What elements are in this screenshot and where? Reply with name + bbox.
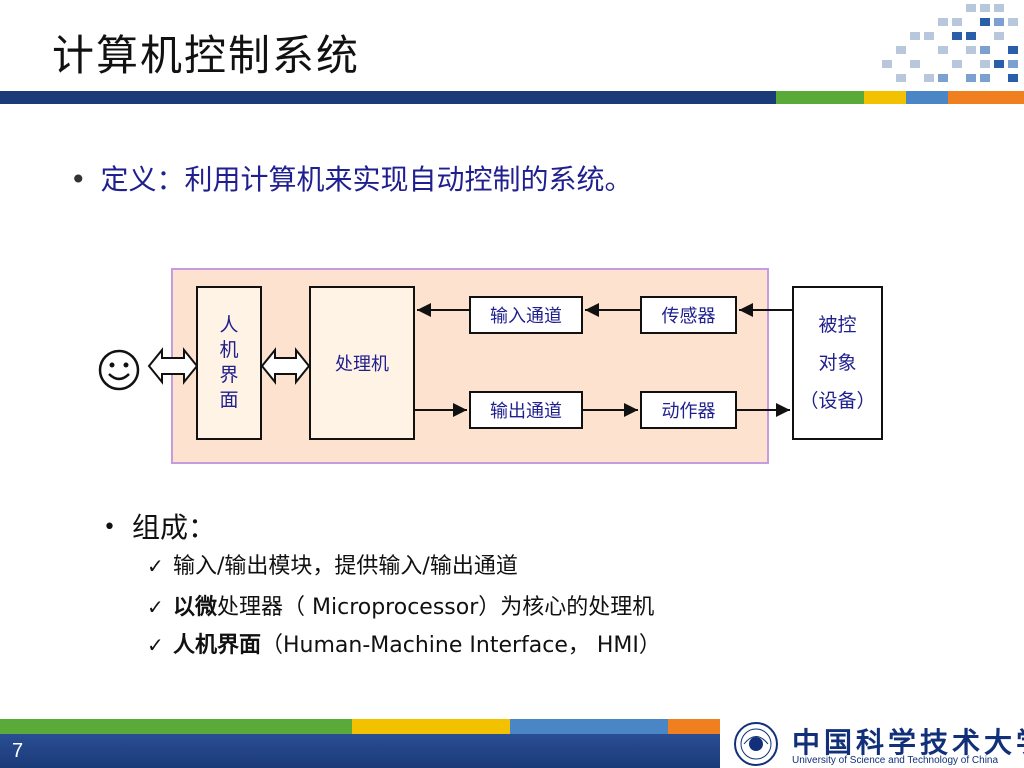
footer-color-stripe — [0, 719, 1024, 734]
hmi-char: 面 — [219, 389, 239, 411]
bullet-marker: • — [103, 515, 116, 540]
output-channel-block: 输出通道 — [469, 391, 583, 429]
component-item: ✓ 人机界面（Human-Machine Interface， HMI） — [147, 627, 661, 659]
plant-line: 被控 — [818, 314, 857, 336]
bullet-marker: • — [70, 163, 87, 196]
component-item-text: 处理器（ Microprocessor）为核心的处理机 — [217, 595, 655, 620]
output-channel-label: 输出通道 — [490, 401, 562, 422]
hmi-char: 机 — [219, 339, 239, 361]
hmi-block: 人 机 界 面 — [196, 286, 262, 440]
definition-bullet: • 定义：利用计算机来实现自动控制的系统。 — [70, 158, 633, 198]
checkmark-icon: ✓ — [147, 633, 164, 657]
university-name-cn: 中国科学技术大学 — [792, 726, 1024, 759]
university-name-en: University of Science and Technology of … — [792, 755, 999, 766]
page-title: 计算机控制系统 — [52, 31, 361, 80]
plant-line: 对象 — [818, 352, 857, 374]
checkmark-icon: ✓ — [147, 595, 164, 619]
header-color-stripe — [0, 91, 1024, 104]
components-label: 组成： — [131, 511, 216, 544]
component-item-text: （Human-Machine Interface， HMI） — [261, 633, 661, 658]
input-channel-label: 输入通道 — [490, 306, 562, 327]
hmi-char: 人 — [219, 314, 239, 336]
actuator-block: 动作器 — [640, 391, 737, 429]
checkmark-icon: ✓ — [147, 554, 164, 578]
sensor-label: 传感器 — [661, 306, 716, 327]
hmi-char: 界 — [219, 364, 239, 386]
decorative-squares-pattern — [882, 4, 1018, 82]
smiley-face-icon — [98, 349, 140, 391]
component-item-bold: 人机界面 — [173, 633, 262, 658]
sensor-block: 传感器 — [640, 296, 737, 334]
processor-label: 处理机 — [335, 354, 389, 375]
page-number: 7 — [12, 740, 24, 762]
controlled-plant-block: 被控 对象 （设备） — [792, 286, 883, 440]
actuator-label: 动作器 — [661, 401, 716, 422]
component-item-bold: 以微 — [173, 595, 218, 620]
component-item: ✓ 输入/输出模块，提供输入/输出通道 — [147, 548, 518, 580]
components-bullet: • 组成： — [103, 506, 216, 546]
plant-line: （设备） — [799, 390, 876, 412]
component-item: ✓ 以微处理器（ Microprocessor）为核心的处理机 — [147, 589, 654, 621]
input-channel-block: 输入通道 — [469, 296, 583, 334]
footer-bar — [0, 734, 720, 768]
definition-text: 定义：利用计算机来实现自动控制的系统。 — [100, 163, 633, 196]
processor-block: 处理机 — [309, 286, 415, 440]
university-seal-icon — [734, 722, 778, 766]
component-item-text: 输入/输出模块，提供输入/输出通道 — [173, 554, 518, 579]
